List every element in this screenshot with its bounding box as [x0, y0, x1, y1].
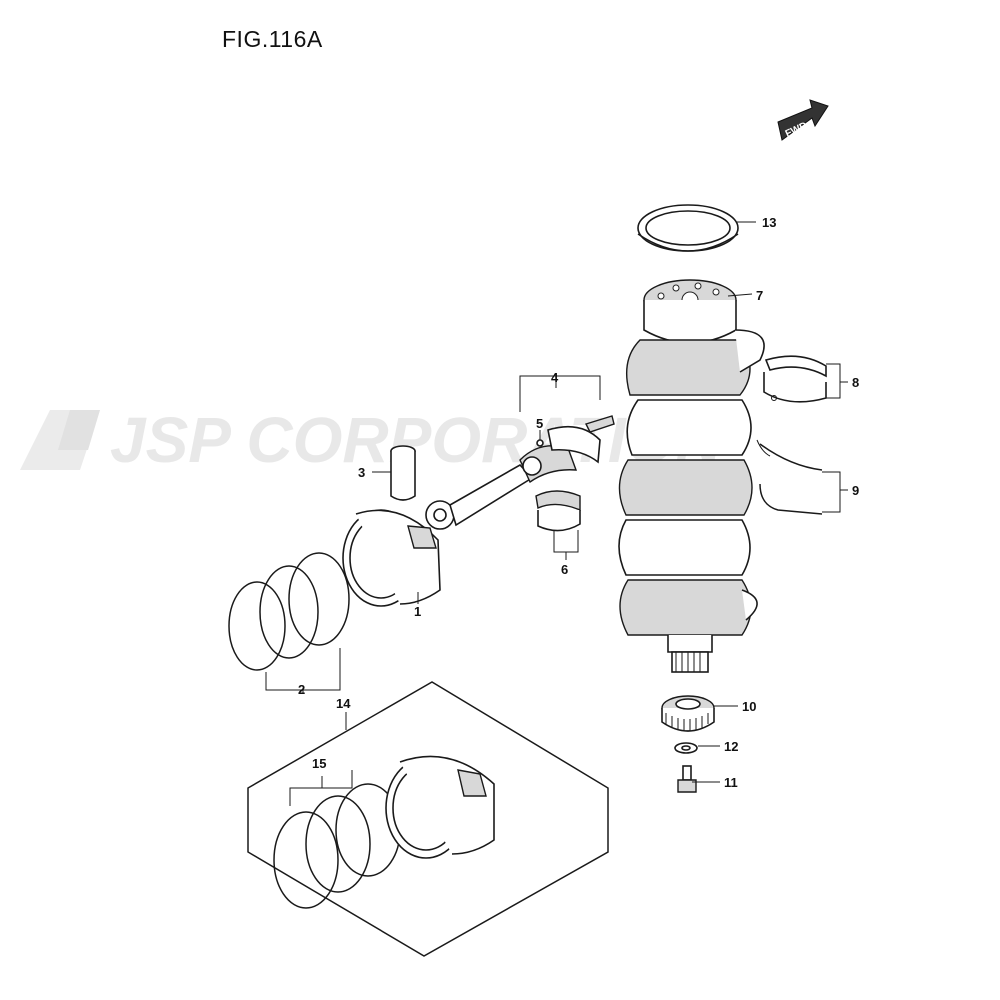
part-12-washer: [674, 742, 698, 754]
fwd-arrow-icon: FWD: [777, 99, 829, 141]
watermark-text: JSP CORPORATION: [110, 404, 723, 476]
callout-9: 9: [852, 483, 859, 498]
callout-10: 10: [742, 699, 756, 714]
part-14-piston: [385, 755, 495, 859]
part-10-crank-gear: [661, 695, 715, 732]
callout-13: 13: [762, 215, 776, 230]
callout-1: 1: [414, 604, 421, 619]
callout-labels: 13 7 8 9 10 12 11 4 5 6 3 1 2 14 15: [298, 215, 859, 790]
callout-4: 4: [551, 370, 559, 385]
watermark: JSP CORPORATION: [20, 404, 723, 476]
part-11-bolt: [677, 765, 697, 793]
callout-3: 3: [358, 465, 365, 480]
figure-title: FIG.116A: [222, 26, 323, 52]
callout-2: 2: [298, 682, 305, 697]
callout-12: 12: [724, 739, 738, 754]
part-15-ring-set: [273, 783, 401, 909]
callout-6: 6: [561, 562, 568, 577]
callout-11: 11: [724, 775, 738, 790]
part-14-piston-set-box: [247, 681, 609, 957]
part-1-piston: [342, 509, 441, 607]
part-5-dowel: [536, 439, 544, 447]
leader-lines: [265, 221, 848, 806]
part-4-connecting-rod: [425, 415, 615, 530]
part-7-crankshaft: [618, 279, 765, 673]
callout-8: 8: [852, 375, 859, 390]
part-8-bearing-upper: [763, 355, 827, 403]
part-9-thrust-washers: [756, 439, 823, 515]
callout-7: 7: [756, 288, 763, 303]
part-2-piston-rings: [228, 552, 350, 671]
part-6-conrod-bearings: [535, 490, 581, 532]
callout-14: 14: [336, 696, 351, 711]
watermark-logo-mark: [58, 410, 100, 450]
part-13-oil-seal: [637, 204, 739, 252]
callout-15: 15: [312, 756, 326, 771]
callout-5: 5: [536, 416, 543, 431]
part-3-piston-pin: [390, 445, 416, 501]
